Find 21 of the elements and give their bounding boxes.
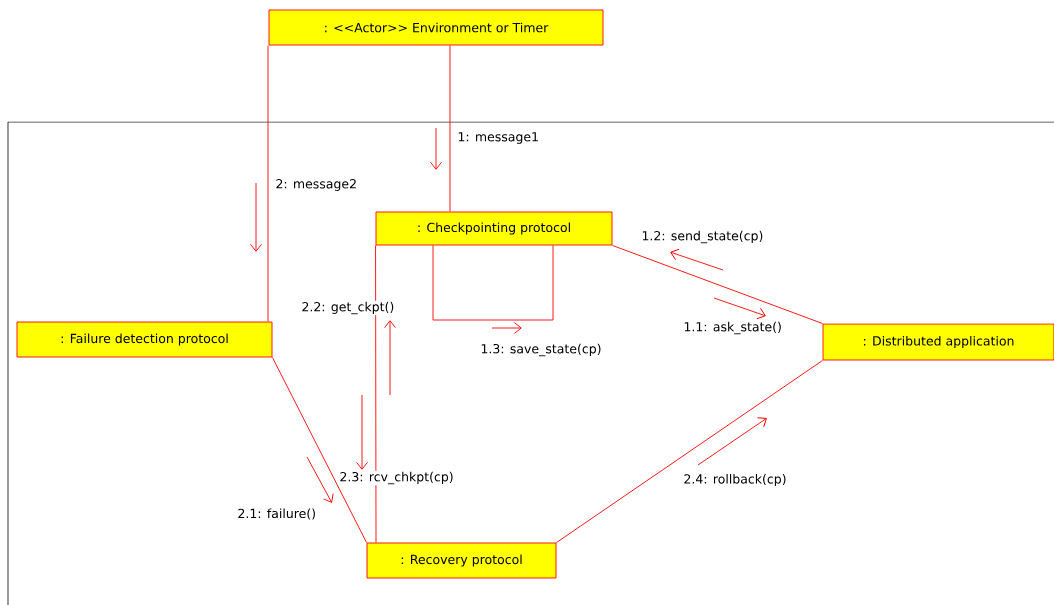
object-box: : Recovery protocol xyxy=(366,542,557,579)
link-line xyxy=(267,45,269,322)
message-label: 2.2: get_ckpt() xyxy=(300,300,396,316)
object-box: : Failure detection protocol xyxy=(16,321,273,358)
link-line xyxy=(272,357,367,543)
message-label: 2.1: failure() xyxy=(236,507,318,521)
object-box: : Distributed application xyxy=(822,323,1054,361)
message-label: 2: message2 xyxy=(274,178,359,192)
message-label: 1.1: ask_state() xyxy=(682,320,783,336)
object-box: : Checkpointing protocol xyxy=(375,211,613,246)
message-label: 2.4: rollback(cp) xyxy=(682,472,788,488)
link-line xyxy=(375,245,377,543)
message-label: 2.3: rcv_chkpt(cp) xyxy=(338,470,455,486)
link-line xyxy=(556,360,823,543)
link-line xyxy=(449,45,451,212)
message-label: 1.3: save_state(cp) xyxy=(479,342,603,358)
message-label: 1: message1 xyxy=(456,131,541,145)
object-box: : <<Actor>> Environment or Timer xyxy=(268,9,604,46)
link-line xyxy=(432,245,554,321)
message-label: 1.2: send_state(cp) xyxy=(640,229,765,245)
link-line xyxy=(612,245,823,324)
